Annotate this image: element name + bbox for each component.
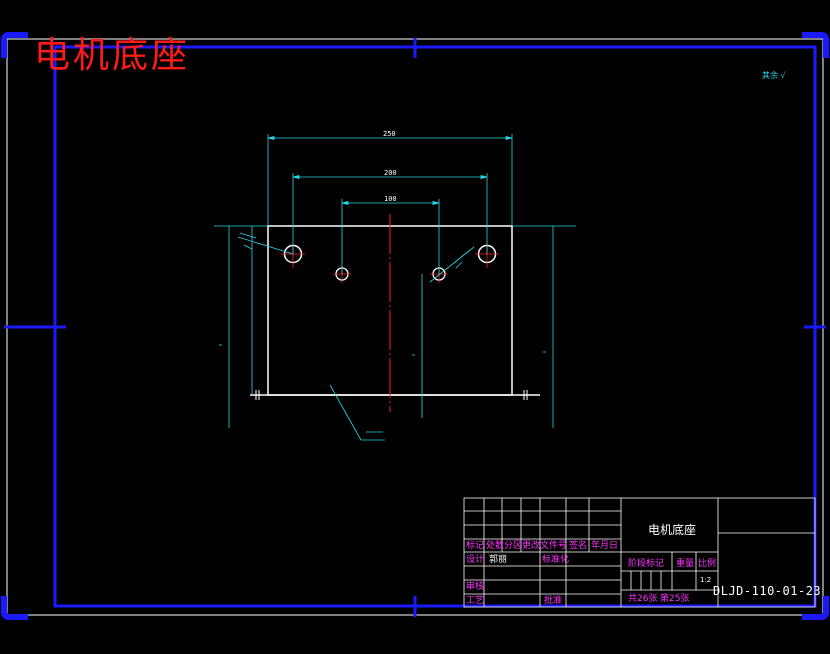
tb-scale-value: 1:2 (700, 576, 712, 584)
dimension-height-right (543, 226, 554, 428)
leader-hole-right (429, 246, 475, 283)
dimension-height-left (219, 226, 253, 428)
title-block-grid (463, 497, 816, 608)
titleblock-part-name: 电机底座 (648, 523, 697, 537)
corner-mark-bl (1, 596, 28, 620)
tb-design-label: 设计 (466, 555, 485, 565)
corner-mark-tr (802, 32, 829, 58)
leader-thickness (329, 384, 385, 441)
dimension-250 (267, 134, 513, 226)
tb-header-date: 年月日 (591, 541, 619, 551)
tb-header-change-doc: 更改文件号 (522, 541, 568, 551)
corner-mark-tl (1, 32, 28, 58)
tb-designer: 郭丽 (489, 555, 508, 565)
tb-header-sign: 签名 (569, 541, 588, 551)
dim-label-100: 100 (384, 195, 397, 203)
tb-scale-label: 比例 (698, 559, 717, 569)
tb-sheet-no: 第25张 (660, 594, 690, 604)
tb-sheet-total: 共26张 (628, 594, 658, 604)
tb-header-mark: 标记 (466, 541, 485, 551)
tb-approve-label: 批准 (544, 596, 563, 606)
corner-mark-br (802, 596, 829, 620)
part-view (214, 134, 576, 441)
tb-review-label: 审核 (466, 582, 485, 592)
inner-border (53, 45, 817, 608)
dimension-200 (292, 173, 488, 254)
dim-label-200: 200 (384, 169, 397, 177)
roughness-note: 其余 √ (762, 71, 786, 80)
tb-header-count: 处数 (486, 541, 505, 551)
leader-hole-left (237, 232, 294, 255)
tb-header-zone: 分区 (504, 541, 523, 551)
drawing-title: 电机底座 (34, 35, 191, 76)
titleblock-drawing-number: DLJD-110-01-23 (713, 584, 822, 598)
dim-label-250: 250 (383, 130, 396, 138)
dimension-height-center (412, 274, 423, 418)
tb-weight-label: 重量 (676, 559, 695, 569)
outer-frame (6, 38, 824, 616)
tb-process-label: 工艺 (466, 596, 485, 606)
dimension-100 (341, 199, 440, 274)
tb-stage-mark-label: 阶段标记 (628, 559, 665, 569)
tb-standardize-label: 标准化 (542, 555, 570, 565)
